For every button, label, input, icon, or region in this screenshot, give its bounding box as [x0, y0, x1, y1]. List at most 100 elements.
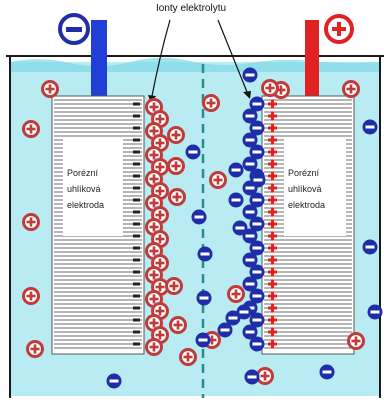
right-electrode-line2: uhlíková	[287, 184, 345, 194]
anion-minus-icon	[319, 364, 335, 380]
electrode-negative-charge	[133, 246, 140, 250]
anion-minus-icon	[249, 336, 265, 352]
anion-minus-icon	[249, 264, 265, 280]
cation-plus-icon	[168, 188, 186, 206]
anion-minus-icon	[242, 252, 258, 268]
anion-minus-icon	[225, 310, 241, 326]
right-electrode-line1: Porézní	[287, 168, 345, 178]
electrode-negative-charge	[133, 234, 140, 238]
electrode-negative-charge	[133, 222, 140, 226]
anion-minus-icon	[242, 276, 258, 292]
cation-plus-icon	[26, 340, 44, 358]
anion-minus-icon	[367, 304, 383, 320]
anion-minus-icon	[228, 162, 244, 178]
electrode-positive-charge	[268, 243, 277, 253]
cation-plus-icon	[261, 79, 279, 97]
label-arrows	[151, 19, 248, 97]
electrode-positive-charge	[268, 111, 277, 121]
anion-minus-icon	[249, 144, 265, 160]
cation-plus-icon	[41, 80, 59, 98]
left-electrode-label: Porézní uhlíková elektroda	[66, 168, 122, 216]
negative-terminal	[91, 20, 107, 98]
anion-minus-icon	[242, 324, 258, 340]
electrode-positive-charge	[268, 339, 277, 349]
electrode-positive-charge	[268, 207, 277, 217]
anion-minus-icon	[217, 322, 233, 338]
cation-plus-icon	[145, 338, 163, 356]
electrode-negative-charge	[133, 306, 140, 310]
electrolyte-surface	[10, 57, 380, 72]
left-electrode-line3: elektroda	[66, 200, 122, 210]
electrode-negative-charge	[133, 126, 140, 130]
electrode-negative-charge	[133, 150, 140, 154]
right-electrode-line3: elektroda	[287, 200, 345, 210]
cation-plus-icon	[227, 285, 245, 303]
anion-minus-icon	[242, 132, 258, 148]
electrode-positive-charge	[268, 315, 277, 325]
anion-minus-icon	[242, 108, 258, 124]
left-electrode-line1: Porézní	[66, 168, 122, 178]
cation-plus-icon	[179, 348, 197, 366]
anion-minus-icon	[249, 96, 265, 112]
electrode-positive-charge	[268, 195, 277, 205]
anion-minus-icon	[242, 67, 258, 83]
electrode-negative-charge	[133, 186, 140, 190]
plus-circle-icon	[324, 14, 354, 44]
anion-minus-icon	[232, 220, 248, 236]
anion-minus-icon	[244, 369, 260, 385]
right-electrode-label: Porézní uhlíková elektroda	[287, 168, 345, 216]
anion-minus-icon	[249, 240, 265, 256]
anion-minus-icon	[106, 373, 122, 389]
electrode-negative-charge	[133, 342, 140, 346]
electrode-positive-charge	[268, 255, 277, 265]
anion-minus-icon	[196, 290, 212, 306]
electrode-negative-charge	[133, 294, 140, 298]
ions-layer	[22, 67, 383, 389]
anion-minus-icon	[242, 156, 258, 172]
anion-minus-icon	[250, 172, 266, 188]
electrode-negative-charge	[133, 102, 140, 106]
electrode-positive-charge	[268, 135, 277, 145]
electrode-negative-charge	[133, 138, 140, 142]
container-outline	[6, 55, 384, 398]
cation-plus-icon	[169, 316, 187, 334]
cation-plus-icon	[22, 287, 40, 305]
electrode-negative-charge	[133, 282, 140, 286]
minus-circle-icon	[58, 13, 90, 45]
electrode-negative-charge	[133, 198, 140, 202]
electrode-negative-charge	[133, 210, 140, 214]
cation-plus-icon	[202, 94, 220, 112]
cation-plus-icon	[342, 80, 360, 98]
anion-minus-icon	[185, 144, 201, 160]
left-electrode-line2: uhlíková	[66, 184, 122, 194]
cation-plus-icon	[347, 332, 365, 350]
electrode-negative-charge	[133, 270, 140, 274]
anion-minus-icon	[195, 332, 211, 348]
electrode-positive-charge	[268, 327, 277, 337]
electrode-positive-charge	[268, 159, 277, 169]
electrode-positive-charge	[268, 303, 277, 313]
anion-minus-icon	[249, 120, 265, 136]
anion-minus-icon	[191, 209, 207, 225]
electrode-positive-charge	[268, 183, 277, 193]
anion-minus-icon	[236, 304, 252, 320]
anion-minus-icon	[228, 192, 244, 208]
anion-minus-icon	[242, 228, 258, 244]
electrode-positive-charge	[268, 171, 277, 181]
electrode-negative-charge	[133, 330, 140, 334]
electrode-positive-charge	[268, 291, 277, 301]
electrode-positive-charge	[268, 147, 277, 157]
positive-terminal	[305, 20, 319, 98]
anion-minus-icon	[249, 312, 265, 328]
top-label: Ionty elektrolytu	[156, 3, 227, 14]
electrode-positive-charge	[268, 231, 277, 241]
cation-plus-icon	[209, 171, 227, 189]
anion-minus-icon	[242, 204, 258, 220]
arrowhead-right	[243, 91, 251, 99]
cation-plus-icon	[256, 367, 274, 385]
electrode-positive-charge	[268, 99, 277, 109]
electrode-positive-charge	[268, 267, 277, 277]
electrode-positive-charge	[268, 123, 277, 133]
